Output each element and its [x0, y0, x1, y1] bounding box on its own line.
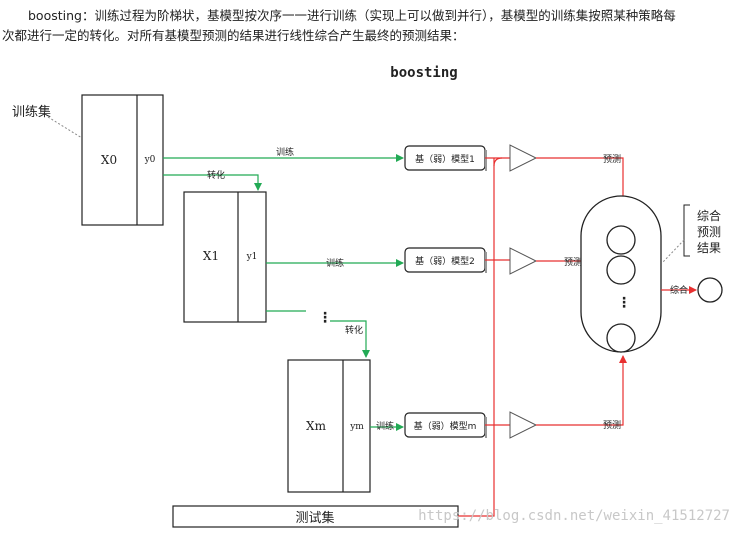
aggregator-slot-m [606, 323, 636, 353]
predict-label-m: 预测 [603, 420, 621, 431]
dataset-m-y: ym [349, 422, 364, 432]
intro-term: boosting [28, 8, 82, 23]
dataset-0-y: y0 [144, 155, 156, 165]
final-result-node [697, 277, 723, 303]
transform-arrow-2 [330, 320, 370, 358]
transform-label-2: 转化 [345, 324, 363, 336]
result-bracket [683, 204, 690, 257]
train-set-label: 训练集 [12, 104, 51, 120]
base-model-2: 基（弱）模型2 [404, 247, 487, 273]
result-label-line1: 综合 [697, 208, 721, 223]
transform-arrow-1 [163, 174, 262, 191]
dataset-1-x: X1 [203, 249, 219, 263]
triangle-2 [509, 247, 538, 275]
dataset-1: X1 y1 [183, 191, 267, 323]
watermark: https://blog.csdn.net/weixin_41512727 [418, 508, 730, 524]
test-hook-1 [493, 157, 503, 167]
dataset-m: Xm ym [287, 359, 371, 493]
intro-line2: 次都进行一定的转化。对所有基模型预测的结果进行线性综合产生最终的预测结果： [2, 28, 465, 43]
aggregator-slot-1 [606, 225, 636, 255]
train-set-pointer [47, 116, 83, 139]
test-set-label: 测试集 [295, 510, 334, 526]
base-model-2-label: 基（弱）模型2 [415, 255, 475, 267]
train-label-2: 训练 [326, 257, 344, 269]
base-model-1-label: 基（弱）模型1 [415, 153, 475, 165]
aggregator-ellipsis: ⋮ [617, 295, 631, 311]
triangle-m [509, 411, 538, 439]
base-model-m-label: 基（弱）模型m [414, 420, 477, 432]
triangle-1 [509, 144, 538, 172]
ellipsis-sets: ⋮ [318, 310, 332, 326]
combine-label: 综合 [670, 284, 688, 296]
dataset-0-x: X0 [101, 153, 117, 167]
aggregator-slot-2 [606, 255, 636, 285]
dataset-1-y: y1 [246, 252, 258, 262]
result-label-line3: 结果 [697, 241, 721, 255]
intro-paragraph: boosting：训练过程为阶梯状，基模型按次序一一进行训练（实现上可以做到并行… [2, 6, 738, 46]
train-label-1: 训练 [276, 146, 294, 158]
base-model-m: 基（弱）模型m [404, 412, 487, 438]
dataset-0: X0 y0 [81, 94, 164, 226]
predict-label-2: 预测 [564, 257, 582, 268]
test-set-feed [458, 158, 495, 517]
transform-label-1: 转化 [207, 169, 225, 181]
train-label-m: 训练 [376, 420, 394, 432]
base-model-1: 基（弱）模型1 [404, 145, 487, 171]
dataset-m-x: Xm [306, 419, 327, 433]
predict-label-1: 预测 [603, 154, 621, 165]
predict-arrow-m [536, 355, 627, 426]
diagram-title: boosting [390, 65, 457, 81]
result-pointer [662, 239, 685, 263]
result-label-line2: 预测 [697, 225, 721, 239]
intro-line1: ：训练过程为阶梯状，基模型按次序一一进行训练（实现上可以做到并行），基模型的训练… [81, 8, 676, 23]
